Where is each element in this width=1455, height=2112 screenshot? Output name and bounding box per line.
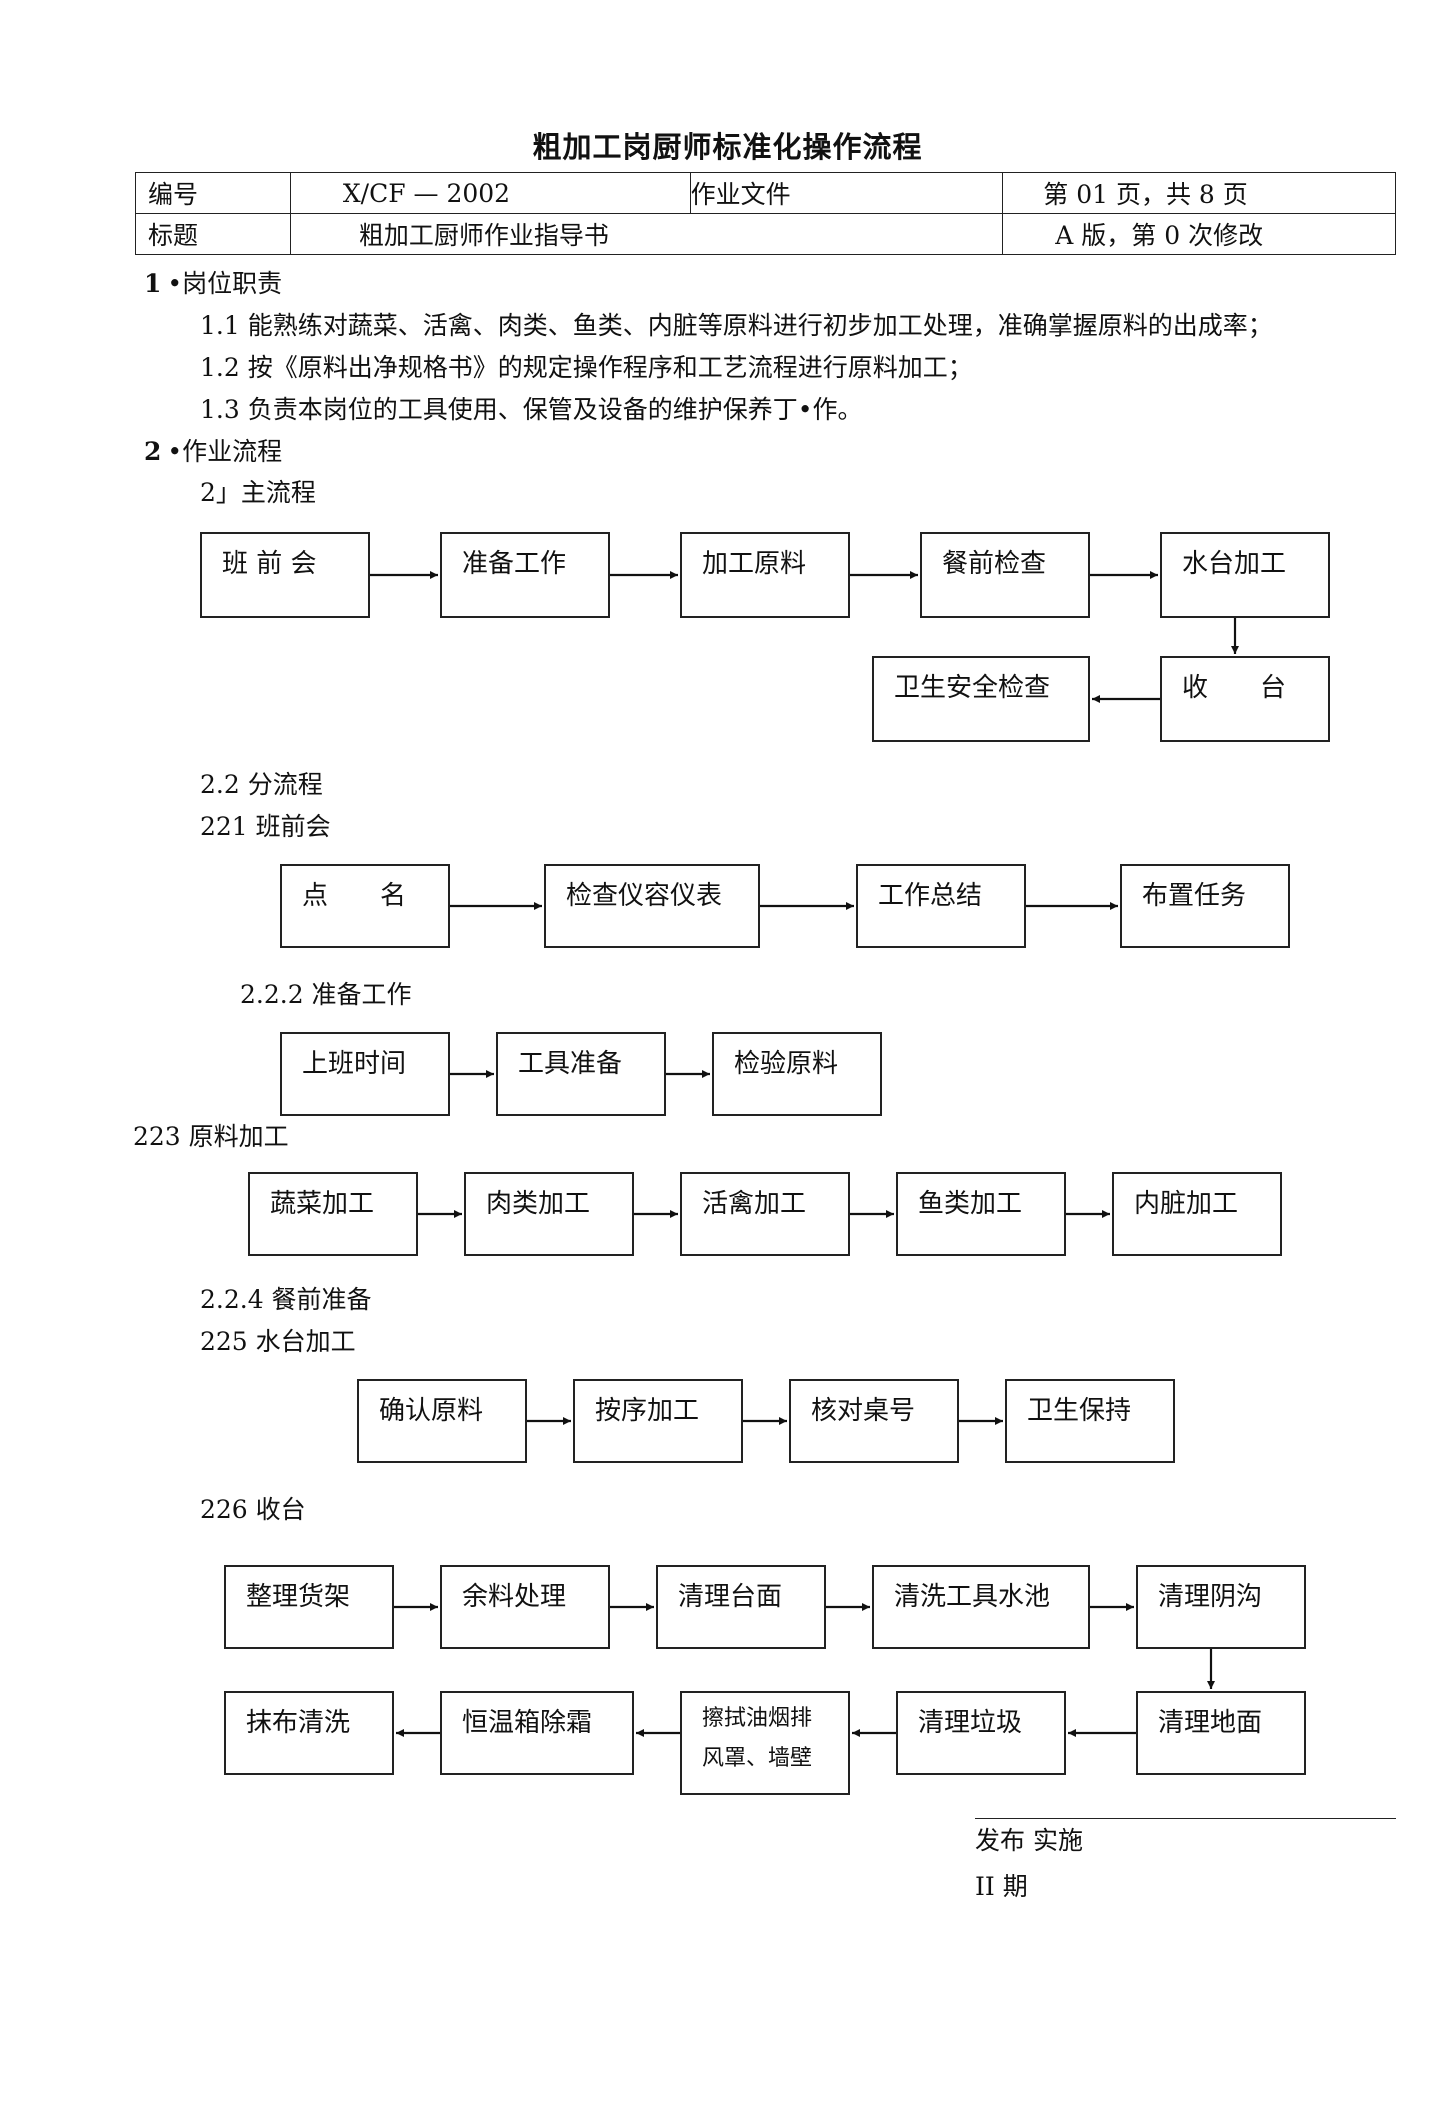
flow-main-step-2: 准备工作	[440, 532, 610, 618]
section-2-number: 2	[144, 437, 162, 466]
flow-226-step-3: 清理台面	[656, 1565, 826, 1649]
flow-main-step-5: 水台加工	[1160, 532, 1330, 618]
number-value: X/CF — 2002	[289, 172, 691, 214]
section-2-2-5-heading: 225 水台加工	[200, 1327, 356, 1356]
flow-main-step-3: 加工原料	[680, 532, 850, 618]
section-2-heading: 2•作业流程	[144, 437, 282, 467]
footer-period: II 期	[975, 1872, 1028, 1901]
version-info: A 版，第 0 次修改	[1002, 213, 1396, 255]
flow-226-step-8-line-1: 擦拭油烟排	[702, 1706, 813, 1731]
header-row-subject: 标题 粗加工厨师作业指导书 A 版，第 0 次修改	[135, 213, 1396, 255]
flow-226-step-8-line-2: 风罩、墙壁	[702, 1746, 813, 1771]
flow-226-step-6: 清理地面	[1136, 1691, 1306, 1775]
flow-226-step-2: 余料处理	[440, 1565, 610, 1649]
document-header-table: 编号 X/CF — 2002 作业文件 第 01 页，共 8 页 标题 粗加工厨…	[135, 172, 1396, 255]
flow-226-step-9: 恒温箱除霜	[440, 1691, 634, 1775]
flow-223-step-3: 活禽加工	[680, 1172, 850, 1256]
section-2-title: •作业流程	[167, 437, 283, 466]
duty-1-1: 1.1 能熟练对蔬菜、活禽、肉类、鱼类、内脏等原料进行初步加工处理，准确掌握原料…	[200, 311, 1273, 340]
flow-223-step-4: 鱼类加工	[896, 1172, 1066, 1256]
document-title: 粗加工岗厨师标准化操作流程	[532, 130, 923, 164]
header-row-number: 编号 X/CF — 2002 作业文件 第 01 页，共 8 页	[135, 172, 1396, 214]
flow-221-step-3: 工作总结	[856, 864, 1026, 948]
subject-value: 粗加工厨师作业指导书	[289, 213, 1004, 255]
duty-1-2: 1.2 按《原料出净规格书》的规定操作程序和工艺流程进行原料加工；	[200, 353, 973, 382]
flow-226-step-4: 清洗工具水池	[872, 1565, 1090, 1649]
flow-226-step-5: 清理阴沟	[1136, 1565, 1306, 1649]
flow-226-step-7: 清理垃圾	[896, 1691, 1066, 1775]
flow-223-step-2: 肉类加工	[464, 1172, 634, 1256]
footer-release: 发布 实施	[975, 1826, 1083, 1855]
duty-1-3: 1.3 负责本岗位的工具使用、保管及设备的维护保养丁•作。	[200, 395, 863, 424]
flow-225-step-2: 按序加工	[573, 1379, 743, 1463]
flow-222-step-3: 检验原料	[712, 1032, 882, 1116]
flow-main-step-6: 收 台	[1160, 656, 1330, 742]
flow-226-step-1: 整理货架	[224, 1565, 394, 1649]
section-2-2-heading: 2.2 分流程	[200, 770, 323, 799]
page-info: 第 01 页，共 8 页	[1002, 172, 1396, 214]
flow-223-step-1: 蔬菜加工	[248, 1172, 418, 1256]
flow-225-step-1: 确认原料	[357, 1379, 527, 1463]
subject-label: 标题	[135, 213, 291, 255]
flow-221-step-1: 点 名	[280, 864, 450, 948]
flow-226-step-8: 擦拭油烟排 风罩、墙壁	[680, 1691, 850, 1795]
section-1-number: 1	[144, 269, 162, 298]
flow-main-step-1: 班 前 会	[200, 532, 370, 618]
section-2-2-4-heading: 2.2.4 餐前准备	[200, 1285, 372, 1314]
flow-225-step-3: 核对桌号	[789, 1379, 959, 1463]
flow-main-step-4: 餐前检查	[920, 532, 1090, 618]
section-1-title: •岗位职责	[167, 269, 283, 298]
section-2-2-6-heading: 226 收台	[200, 1495, 306, 1524]
flow-223-step-5: 内脏加工	[1112, 1172, 1282, 1256]
section-1-heading: 1•岗位职责	[144, 269, 282, 299]
section-2-2-2-heading: 2.2.2 准备工作	[240, 980, 412, 1009]
flow-221-step-2: 检查仪容仪表	[544, 864, 760, 948]
section-2-2-3-heading: 223 原料加工	[133, 1122, 289, 1151]
flow-222-step-1: 上班时间	[280, 1032, 450, 1116]
flow-main-step-7: 卫生安全检查	[872, 656, 1090, 742]
flow-225-step-4: 卫生保持	[1005, 1379, 1175, 1463]
flow-226-step-10: 抹布清洗	[224, 1691, 394, 1775]
footer-rule	[975, 1818, 1396, 1819]
flow-221-step-4: 布置任务	[1120, 864, 1290, 948]
number-label: 编号	[135, 172, 291, 214]
doc-type: 作业文件	[690, 172, 1004, 214]
section-2-1-heading: 2」主流程	[200, 478, 316, 507]
section-2-2-1-heading: 221 班前会	[200, 812, 331, 841]
flow-222-step-2: 工具准备	[496, 1032, 666, 1116]
